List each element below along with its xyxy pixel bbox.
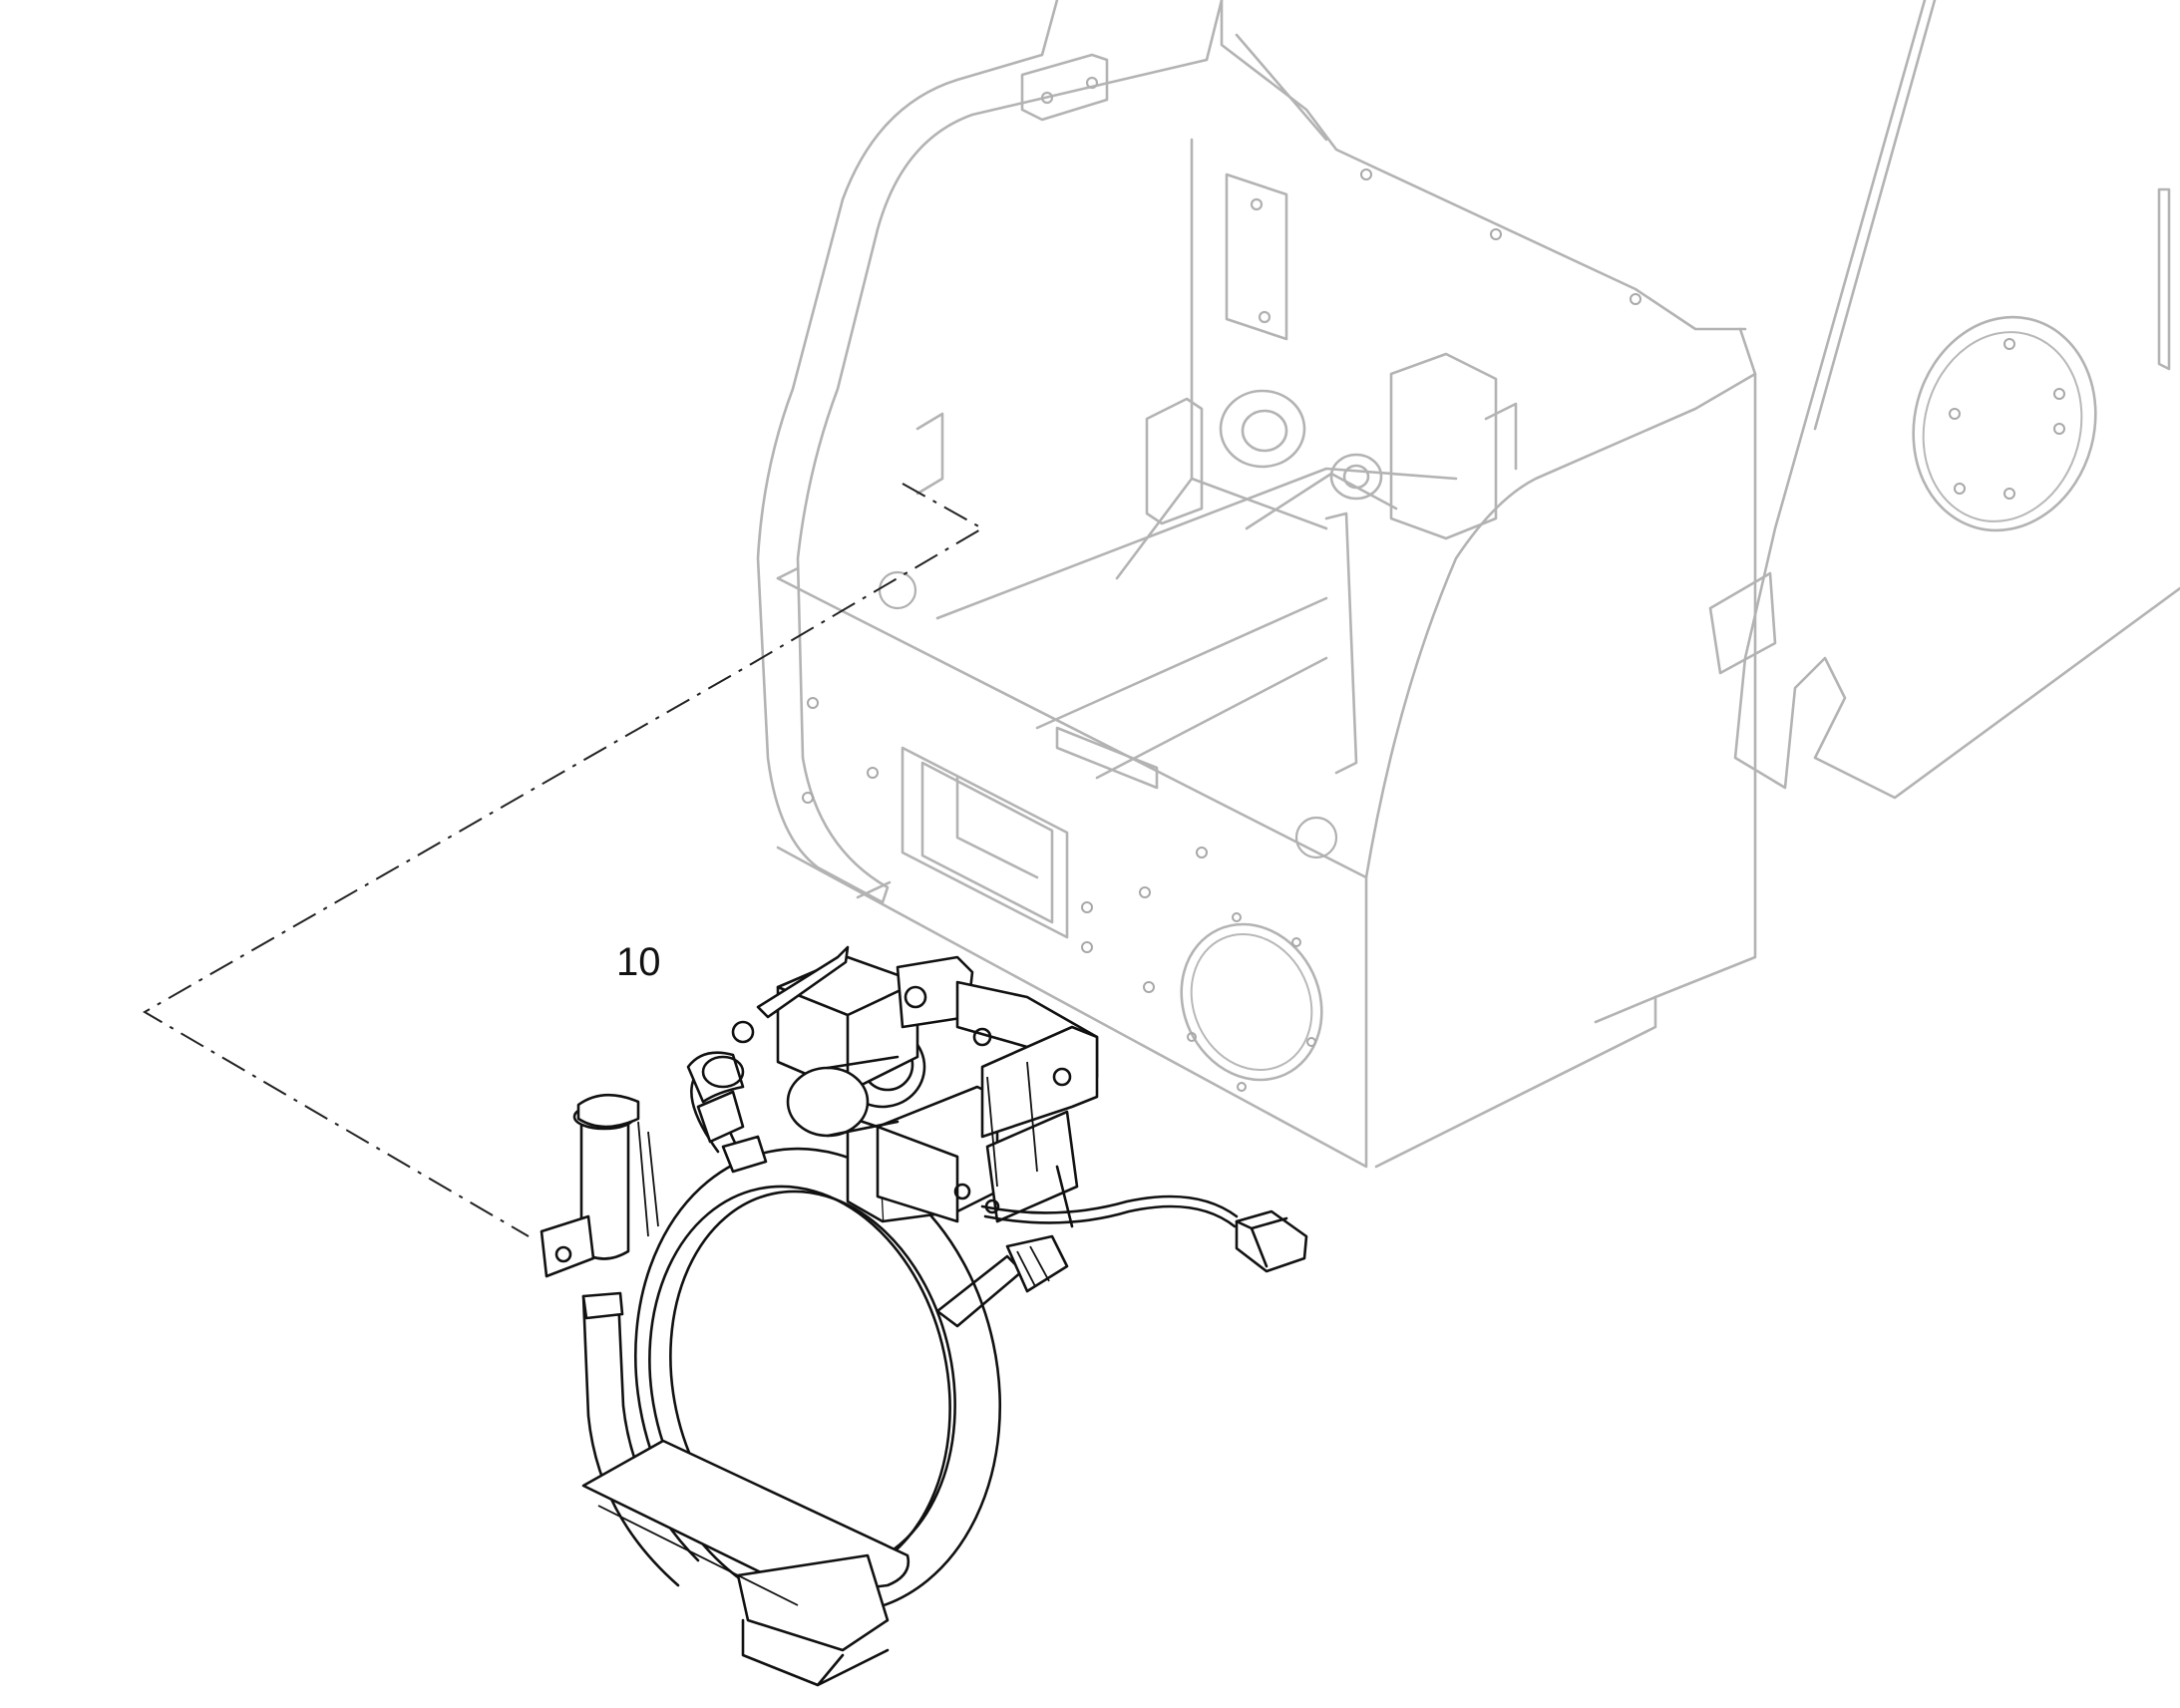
pump-hose-assembly (540, 945, 1308, 1687)
machine-frame (756, 0, 2180, 1169)
assembly-leader-line (143, 483, 985, 1237)
callout-label-10: 10 (616, 940, 661, 984)
